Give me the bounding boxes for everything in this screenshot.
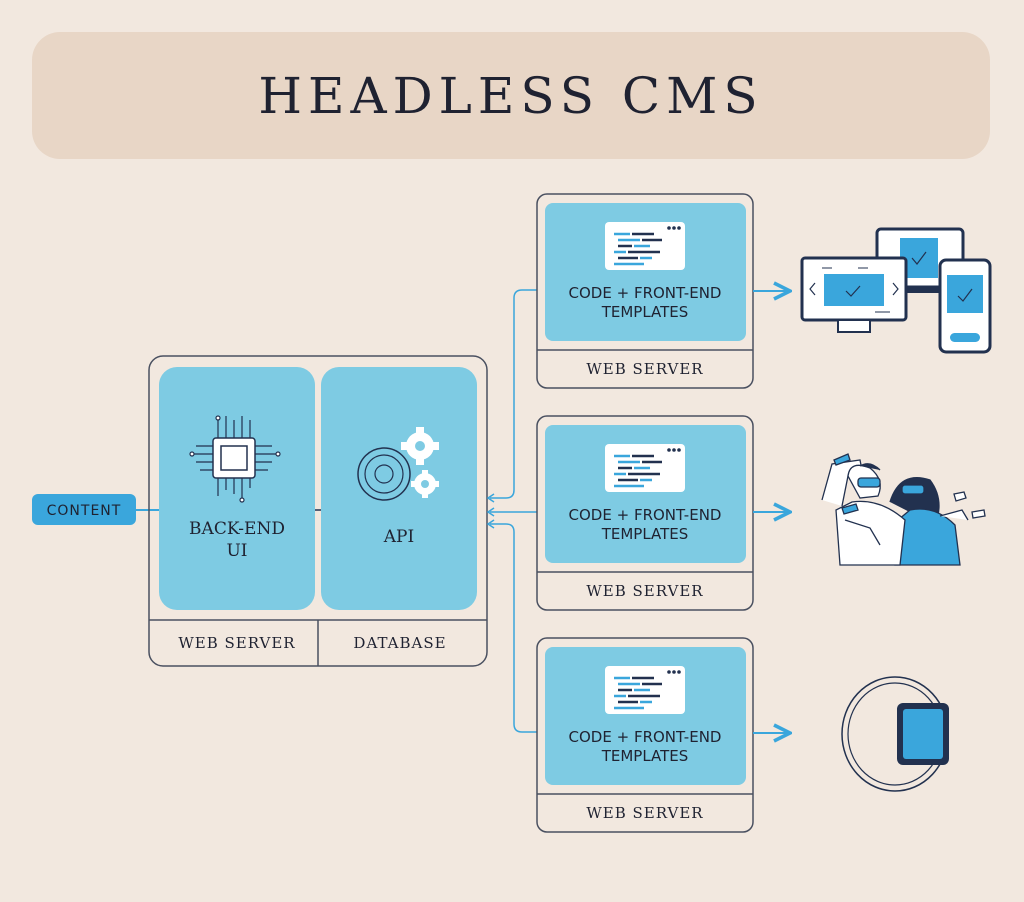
content-badge: CONTENT xyxy=(32,494,136,525)
frontend-label-2: TEMPLATES xyxy=(601,525,689,543)
database-label: DATABASE xyxy=(353,634,446,652)
api-panel xyxy=(321,367,477,610)
backend-webserver-label: WEB SERVER xyxy=(178,634,295,652)
backend-ui-label-2: UI xyxy=(226,541,247,561)
code-window-icon xyxy=(605,222,685,270)
gears-icon xyxy=(357,427,439,501)
api-connectors xyxy=(486,289,537,733)
content-label: CONTENT xyxy=(47,503,122,519)
smartwatch-icon xyxy=(841,676,949,792)
frontend-label-2: TEMPLATES xyxy=(601,747,689,765)
api-label: API xyxy=(383,527,414,547)
frontend-label-1: CODE + FRONT-END xyxy=(569,284,722,302)
vr-users-icon xyxy=(821,453,986,566)
title-bar: HEADLESS CMS xyxy=(32,32,990,159)
code-window-icon xyxy=(605,444,685,492)
frontend-webserver-label: WEB SERVER xyxy=(586,582,703,600)
frontend-webserver-label: WEB SERVER xyxy=(586,804,703,822)
frontend-label-2: TEMPLATES xyxy=(601,303,689,321)
frontend-block: CODE + FRONT-END TEMPLATES WEB SERVER xyxy=(536,415,790,611)
frontend-block: CODE + FRONT-END TEMPLATES WEB SERVER xyxy=(536,193,790,389)
backend-ui-label-1: BACK-END xyxy=(189,519,285,539)
frontend-block: CODE + FRONT-END TEMPLATES WEB SERVER xyxy=(536,637,790,833)
frontend-label-1: CODE + FRONT-END xyxy=(569,506,722,524)
code-window-icon xyxy=(605,666,685,714)
devices-icon xyxy=(800,227,992,354)
chip-icon xyxy=(189,415,281,503)
backend-block: BACK-END UI API WEB SERVER DATABASE xyxy=(148,355,488,667)
frontend-label-1: CODE + FRONT-END xyxy=(569,728,722,746)
backend-ui-panel xyxy=(159,367,315,610)
frontend-webserver-label: WEB SERVER xyxy=(586,360,703,378)
page-title: HEADLESS CMS xyxy=(258,66,764,125)
